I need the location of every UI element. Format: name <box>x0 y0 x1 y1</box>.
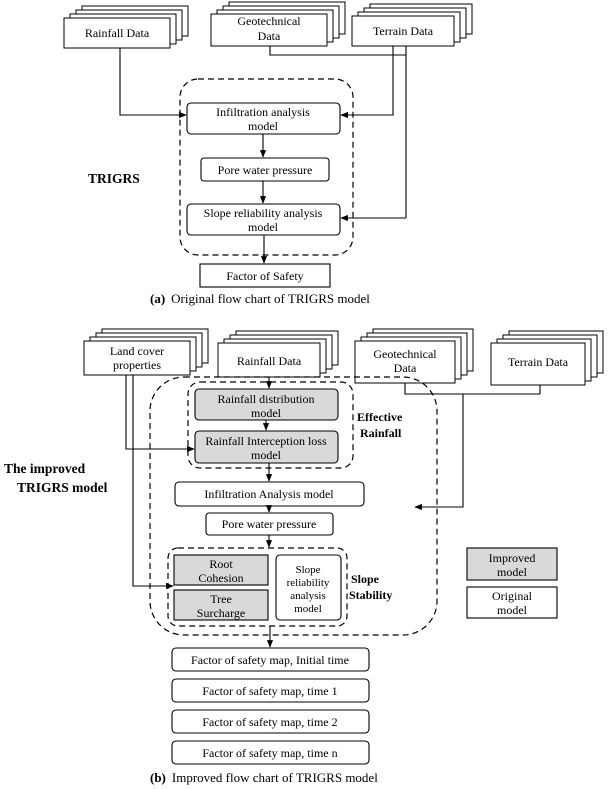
output-label-time-n: Factor of safety map, time n <box>202 746 337 760</box>
geotechnical-label-a-1: Geotechnical <box>237 14 301 28</box>
caption-a: (a) Original flow chart of TRIGRS model <box>150 291 370 306</box>
surcharge-label: Surcharge <box>197 606 245 620</box>
geotechnical-label-b-1: Geotechnical <box>373 347 437 361</box>
geotechnical-label-a-2: Data <box>258 29 281 43</box>
geotechnical-label-b-2: Data <box>394 361 417 375</box>
caption-a-letter: (a) <box>150 291 165 306</box>
output-label-time-1: Factor of safety map, time 1 <box>202 684 337 698</box>
terrain-data-stack-a: Terrain Data <box>351 3 473 47</box>
rainfall-data-label-a: Rainfall Data <box>85 26 150 40</box>
cohesion-label: Cohesion <box>198 571 243 585</box>
connectors-a <box>119 46 407 264</box>
caption-a-text: Original flow chart of TRIGRS model <box>171 291 370 306</box>
legend-improved-label-1: Improved <box>489 551 536 565</box>
rainfall-interception-label-1: Rainfall Interception loss <box>205 434 327 448</box>
land-cover-stack: Land cover properties <box>83 328 209 376</box>
caption-b: (b) Improved flow chart of TRIGRS model <box>150 770 378 785</box>
infiltration-label-a-1: Infiltration analysis <box>216 105 310 119</box>
connectors-b <box>125 375 541 648</box>
legend-original-label-1: Original <box>492 589 533 603</box>
root-cohesion-box <box>173 554 269 586</box>
legend-improved-box <box>466 547 558 581</box>
pore-label-b: Pore water pressure <box>222 517 317 531</box>
tree-surcharge-box <box>173 589 269 621</box>
effective-label-2: Rainfall <box>360 426 402 440</box>
stability-label-1: Slope <box>351 572 380 586</box>
geotechnical-data-stack-b: Geotechnical Data <box>354 328 474 384</box>
improved-trigrs-container <box>149 376 438 636</box>
slope-label-b-2: reliability <box>287 577 330 589</box>
rainfall-distribution-label-1: Rainfall distribution <box>218 392 315 406</box>
tree-label: Tree <box>210 592 232 606</box>
rainfall-interception-box <box>194 430 339 464</box>
land-cover-label-2: properties <box>113 358 161 372</box>
factor-of-safety-label: Factor of Safety <box>226 269 303 283</box>
trigrs-label: TRIGRS <box>88 171 140 186</box>
caption-b-text: Improved flow chart of TRIGRS model <box>172 770 378 785</box>
effective-label-1: Effective <box>357 410 403 424</box>
terrain-data-stack-b: Terrain Data <box>490 330 604 386</box>
output-box-time-1 <box>171 678 370 703</box>
slope-label-a-1: Slope reliability analysis <box>204 206 323 220</box>
pore-water-pressure-box-a <box>200 157 330 182</box>
rainfall-data-stack-b: Rainfall Data <box>217 330 339 378</box>
terrain-data-label-b: Terrain Data <box>508 355 569 369</box>
terrain-data-label-a: Terrain Data <box>373 24 434 38</box>
output-label-initial: Factor of safety map, Initial time <box>191 653 349 667</box>
infiltration-label-a-2: model <box>248 119 279 133</box>
output-box-time-2 <box>171 709 370 734</box>
infiltration-label-b: Infiltration Analysis model <box>204 487 334 501</box>
geotechnical-data-stack-a: Geotechnical Data <box>210 1 346 47</box>
root-label: Root <box>209 557 233 571</box>
rainfall-distribution-label-2: model <box>251 406 282 420</box>
slope-label-b-3: analysis <box>290 590 325 602</box>
caption-b-letter: (b) <box>150 770 166 785</box>
land-cover-label-1: Land cover <box>110 344 164 358</box>
slope-label-b-4: model <box>294 603 322 615</box>
legend-improved-label-2: model <box>497 565 528 579</box>
output-label-time-2: Factor of safety map, time 2 <box>202 715 337 729</box>
pore-label-a: Pore water pressure <box>218 163 313 177</box>
rainfall-data-stack-a: Rainfall Data <box>63 5 189 49</box>
trigrs-container-a <box>179 78 354 256</box>
slope-label-a-2: model <box>248 220 279 234</box>
output-box-initial <box>171 647 370 672</box>
legend-original-box <box>466 586 558 619</box>
legend-original-label-2: model <box>497 603 528 617</box>
slope-reliability-box-b <box>275 554 342 621</box>
slope-label-b-1: Slope <box>295 564 320 576</box>
stability-label-2: Stability <box>349 588 392 602</box>
output-box-time-n <box>171 740 370 765</box>
factor-of-safety-box <box>199 263 331 288</box>
improved-trigrs-label-2: TRIGRS model <box>17 480 108 495</box>
rainfall-interception-label-2: model <box>251 448 282 462</box>
improved-trigrs-label-1: The improved <box>4 461 86 476</box>
rainfall-data-label-b: Rainfall Data <box>237 354 302 368</box>
